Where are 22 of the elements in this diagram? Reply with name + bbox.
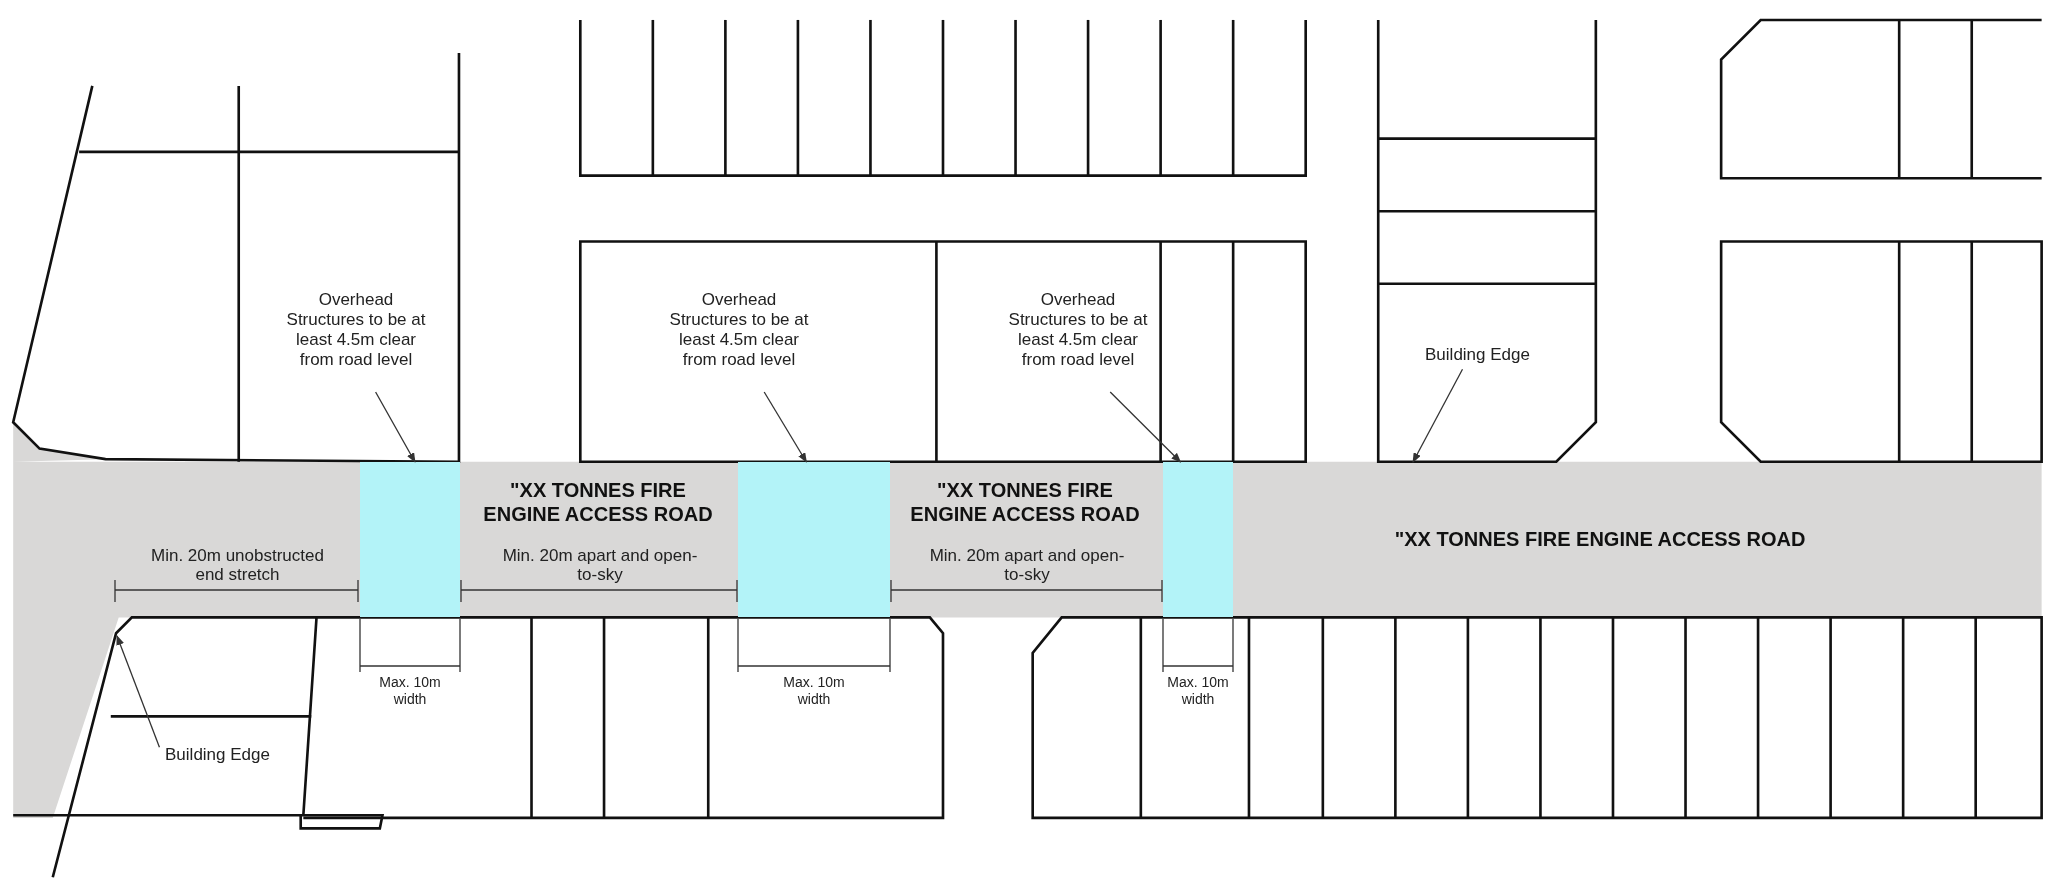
dimension-text: Min. 20m unobstructed end stretch: [150, 546, 325, 584]
clearance-zone: [738, 462, 890, 617]
dimension-text: Min. 20m apart and open-to-sky: [928, 546, 1126, 584]
note-text: Overhead Structures to be at least 4.5m clear from road level: [669, 290, 809, 390]
leader-line: [763, 391, 808, 463]
note-text: Overhead Structures to be at least 4.5m clear from road level: [286, 290, 426, 390]
dimension-text: Min. 20m apart and open-to-sky: [501, 546, 699, 584]
callout-text: Building Edge: [150, 745, 285, 767]
road-label: "XX TONNES FIRE ENGINE ACCESS ROAD: [1393, 527, 1807, 551]
dimension-text: Max. 10m width: [378, 674, 442, 708]
dimension-text: Max. 10m width: [1166, 674, 1230, 708]
clearance-zone: [1163, 462, 1233, 617]
road-label: "XX TONNES FIRE ENGINE ACCESS ROAD: [909, 478, 1141, 526]
clearance-zone: [360, 462, 460, 617]
leader-line: [1109, 391, 1182, 463]
dimension-text: Max. 10m width: [782, 674, 846, 708]
road-label: "XX TONNES FIRE ENGINE ACCESS ROAD: [482, 478, 714, 526]
note-text: Overhead Structures to be at least 4.5m clear from road level: [1008, 290, 1148, 390]
leader-line: [116, 635, 161, 748]
leader-line: [1412, 368, 1464, 463]
callout-text: Building Edge: [1415, 345, 1540, 367]
leader-line: [374, 391, 416, 463]
